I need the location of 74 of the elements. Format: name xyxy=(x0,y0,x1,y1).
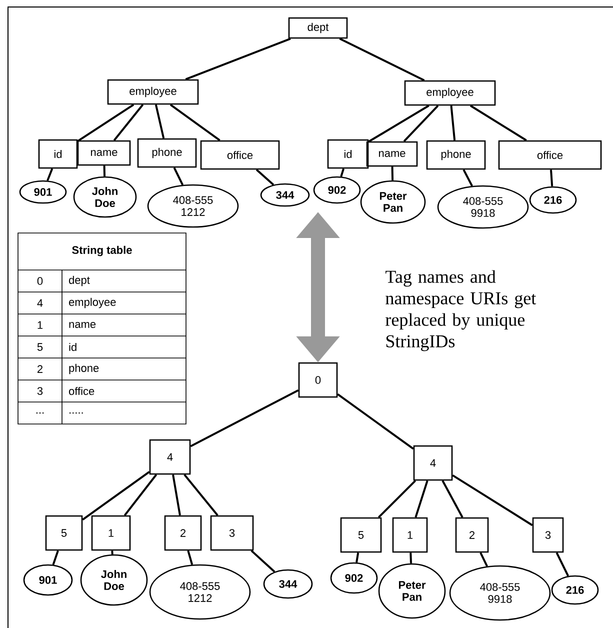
tag-box: id xyxy=(327,139,369,169)
tag-box: phone xyxy=(137,138,197,168)
table-cell: 1 xyxy=(38,321,43,329)
tag-box: office xyxy=(498,140,602,170)
tree-line xyxy=(378,480,416,518)
table-cell: 2 xyxy=(38,365,42,373)
tag-box: 4 xyxy=(149,439,191,475)
table-cell: ..... xyxy=(70,412,83,414)
tree-line xyxy=(154,104,165,139)
tree-line xyxy=(184,474,218,516)
tree-line xyxy=(556,552,570,576)
tag-box: 4 xyxy=(413,445,453,481)
tree-line xyxy=(340,168,344,177)
tag-box: employee xyxy=(107,79,199,105)
tree-line xyxy=(414,480,428,518)
table-cell: office xyxy=(69,386,94,396)
tree-line xyxy=(187,550,194,565)
tree-line xyxy=(410,552,412,564)
tree-line xyxy=(170,104,220,142)
tag-box: dept xyxy=(288,17,348,39)
tree-line xyxy=(250,550,276,572)
tag-box: office xyxy=(200,140,280,170)
tree-line xyxy=(172,474,181,516)
tree-line xyxy=(337,393,414,450)
tag-box: name xyxy=(366,141,418,167)
tag-box: 5 xyxy=(340,517,382,553)
tree-line xyxy=(391,166,394,180)
tree-line xyxy=(185,38,291,80)
tree-line xyxy=(470,104,527,142)
table-cell: 4 xyxy=(37,299,43,307)
tree-line xyxy=(480,552,488,567)
tag-box: 5 xyxy=(45,515,83,551)
table-title: String table xyxy=(72,246,132,256)
table-cell: 0 xyxy=(37,277,43,285)
tree-line xyxy=(356,552,360,563)
tag-box: 3 xyxy=(532,517,564,553)
table-cell: name xyxy=(69,322,96,328)
tag-box: 0 xyxy=(298,362,338,398)
tag-box: phone xyxy=(426,140,486,170)
tree-line xyxy=(113,104,144,141)
tree-line xyxy=(82,471,150,520)
table-cell: employee xyxy=(69,298,116,308)
tree-line xyxy=(450,106,456,140)
tree-line xyxy=(368,104,430,143)
table-cell: dept xyxy=(69,276,90,286)
tree-line xyxy=(403,104,439,142)
tree-line xyxy=(442,480,464,518)
tag-box: 3 xyxy=(210,515,254,551)
table-cell: phone xyxy=(69,364,99,374)
tag-box: name xyxy=(77,140,131,166)
tree-line xyxy=(124,474,158,516)
table-cell: id xyxy=(69,342,76,352)
tree-line xyxy=(190,389,299,448)
tag-box: 1 xyxy=(392,517,428,553)
tree-line xyxy=(173,167,184,186)
tag-box: 2 xyxy=(455,517,489,553)
tree-line xyxy=(52,550,59,566)
tree-line xyxy=(111,550,114,554)
tree-line xyxy=(103,166,106,176)
tag-box: id xyxy=(38,139,78,169)
tree-line xyxy=(550,170,554,186)
tree-line xyxy=(256,168,274,186)
tree-line xyxy=(462,169,473,186)
table-cell: 3 xyxy=(37,387,43,395)
tree-line xyxy=(77,104,134,142)
tag-box: 1 xyxy=(91,515,131,551)
note-text: Tag names and namespace URIs get replaced by unique StringIDs xyxy=(386,270,536,352)
tag-box: 2 xyxy=(164,515,202,551)
tag-box: employee xyxy=(404,80,496,106)
tree-line xyxy=(452,474,533,526)
tree-line xyxy=(339,38,425,82)
table-cell: ... xyxy=(36,412,44,414)
tree-line xyxy=(46,168,54,181)
table-cell: 5 xyxy=(37,343,43,351)
